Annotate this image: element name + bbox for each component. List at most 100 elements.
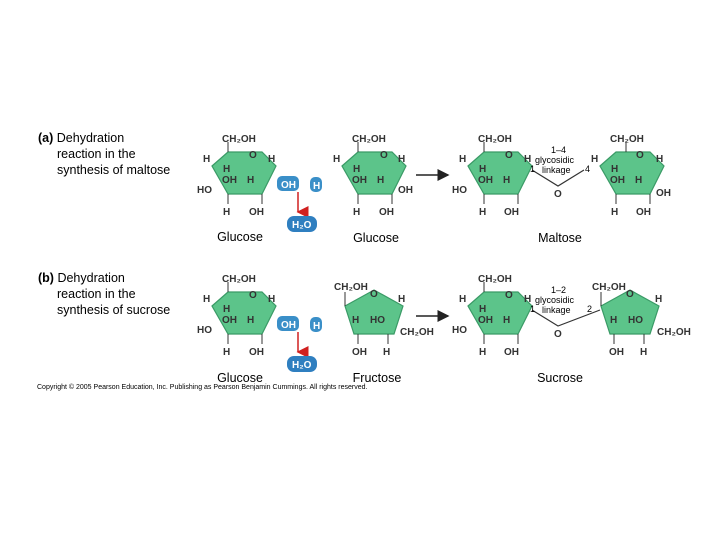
panel-a-caption-line3: synthesis of maltose (57, 163, 171, 177)
ch2oh-text: CH₂OH (222, 134, 256, 145)
water-a-badge (287, 216, 317, 232)
oh-text: OH (656, 188, 671, 199)
h-text: H (459, 154, 466, 165)
h-text: H (353, 207, 360, 218)
linkage-b-line1: 1–2 (551, 285, 566, 295)
ring-o-text: O (370, 289, 378, 300)
h-text: H (656, 154, 663, 165)
label-a-glucose-2: Glucose (353, 231, 399, 245)
ho-text: HO (452, 325, 467, 336)
label-a-glucose-1: Glucose (217, 230, 263, 244)
maltose-molecule: CH₂OH O H H H OH H HO H OH O 1 4 1–4 gly… (452, 134, 671, 218)
h-text: H (247, 175, 254, 186)
oh-text: OH (504, 347, 519, 358)
oh-text: OH (379, 207, 394, 218)
h-text: H (479, 164, 486, 175)
glucose-a2-molecule: CH₂OH O H H H OH H OH H OH (333, 134, 413, 218)
oh-text: OH (610, 175, 625, 186)
h-text: H (333, 154, 340, 165)
h-text: H (377, 175, 384, 186)
glucose-b-molecule: CH₂OH O H H H OH H HO H OH (197, 274, 277, 358)
glucose-ring (211, 151, 277, 195)
oh-text: OH (249, 347, 264, 358)
panel-a-caption-line2: reaction in the (57, 147, 136, 161)
linkage-a-line1: 1–4 (551, 145, 566, 155)
h-text: H (591, 154, 598, 165)
h-text: H (398, 154, 405, 165)
oh-text: OH (636, 207, 651, 218)
oh-text: OH (398, 185, 413, 196)
glucose-ring (599, 151, 665, 195)
carbon-number-4: 4 (585, 164, 590, 174)
panel-b-tag: (b) (38, 271, 54, 285)
ch2oh-text: CH₂OH (334, 282, 368, 293)
h-text: H (268, 294, 275, 305)
oh-text: OH (222, 315, 237, 326)
oh-text: OH (478, 175, 493, 186)
oh-text: OH (222, 175, 237, 186)
oh-text: OH (352, 347, 367, 358)
h-text: H (503, 315, 510, 326)
ho-text: HO (370, 315, 385, 326)
ch2oh-text: CH₂OH (592, 282, 626, 293)
ring-o-text: O (505, 290, 513, 301)
label-b-sucrose: Sucrose (537, 371, 583, 385)
h-text: H (223, 207, 230, 218)
h-text: H (479, 207, 486, 218)
h-text: H (247, 315, 254, 326)
hydrogen-b-highlight (310, 317, 322, 332)
ring-o-text: O (380, 150, 388, 161)
h-text: H (611, 164, 618, 175)
label-b-fructose: Fructose (352, 371, 402, 385)
linkage-a-line2: glycosidic (535, 155, 575, 165)
sucrose-molecule: CH₂OH O H H H OH H HO H OH O 1 2 1–2 gly… (452, 274, 691, 358)
ch2oh-text: CH₂OH (478, 134, 512, 145)
h-text: H (223, 347, 230, 358)
ho-text: HO (452, 185, 467, 196)
fructose-ring (600, 289, 660, 335)
label-a-maltose: Maltose (538, 231, 582, 245)
h-text: H (398, 294, 405, 305)
ch2oh-text: CH₂OH (352, 134, 386, 145)
h-text: H (353, 164, 360, 175)
label-b-glucose: Glucose (217, 371, 263, 385)
h-text: H (203, 294, 210, 305)
ch2oh-text: CH₂OH (478, 274, 512, 285)
carbon-number-1: 1 (530, 304, 535, 314)
ho-text: HO (197, 185, 212, 196)
panel-a-caption-line1: Dehydration (56, 131, 125, 145)
bridge-o-text: O (554, 329, 562, 340)
h-text: H (524, 154, 531, 165)
ch2oh-text: CH₂OH (222, 274, 256, 285)
water-b-text: H₂O (292, 360, 312, 371)
h-text: H (479, 304, 486, 315)
glucose-ring (467, 291, 533, 335)
hydrogen-a-text: H (313, 181, 320, 192)
h-text: H (635, 175, 642, 186)
oh-text: OH (249, 207, 264, 218)
h-text: H (640, 347, 647, 358)
hydrogen-b-text: H (313, 321, 320, 332)
glycosidic-bond (531, 309, 601, 327)
ch2oh-text: CH₂OH (610, 134, 644, 145)
ring-o-text: O (626, 289, 634, 300)
h-text: H (524, 294, 531, 305)
ring-o-text: O (249, 150, 257, 161)
glucose-ring (211, 291, 277, 335)
h-text: H (352, 315, 359, 326)
copyright-notice: Copyright © 2005 Pearson Education, Inc.… (37, 384, 368, 391)
panel-b-caption-line2: reaction in the (57, 287, 136, 301)
ho-text: HO (628, 315, 643, 326)
h-text: H (459, 294, 466, 305)
ch2oh-text: CH₂OH (657, 327, 691, 338)
h-text: H (268, 154, 275, 165)
hydrogen-a-highlight (310, 177, 322, 192)
oh-text: OH (352, 175, 367, 186)
panel-a-caption: (a) Dehydration reaction in the synthesi… (38, 130, 170, 178)
carbon-number-2: 2 (587, 304, 592, 314)
fructose-molecule: CH₂OH O H H HO CH₂OH OH H (334, 282, 434, 358)
h-text: H (610, 315, 617, 326)
h-text: H (223, 164, 230, 175)
hydroxyl-a-text: OH (281, 180, 296, 191)
